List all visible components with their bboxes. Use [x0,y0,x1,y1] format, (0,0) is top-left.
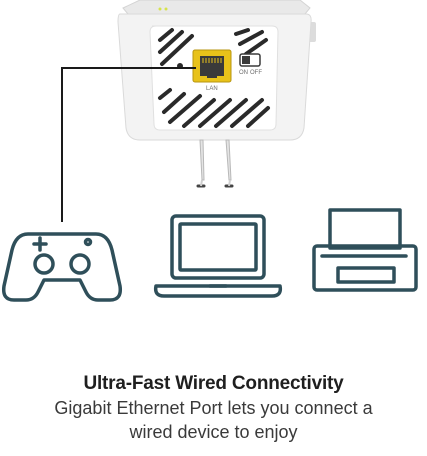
switch-off-label: OFF [250,70,262,76]
gamepad-icon [1,232,123,302]
plug-prongs [196,139,234,188]
printer-icon [312,208,418,292]
feature-description-line-1: Gigabit Ethernet Port lets you connect a [54,398,373,418]
feature-caption: Ultra-Fast Wired Connectivity Gigabit Et… [0,372,427,444]
lan-label: LAN [206,86,218,92]
switch-on-label: ON [239,70,248,76]
feature-description-line-2: wired device to enjoy [129,422,298,442]
lan-port[interactable] [192,49,232,83]
range-extender-device: LAN ON OFF [117,0,316,188]
feature-title: Ultra-Fast Wired Connectivity [83,373,344,394]
vent-grille [158,28,270,128]
power-switch[interactable] [239,53,261,67]
ethernet-cable [61,67,196,222]
laptop-icon [153,214,283,298]
